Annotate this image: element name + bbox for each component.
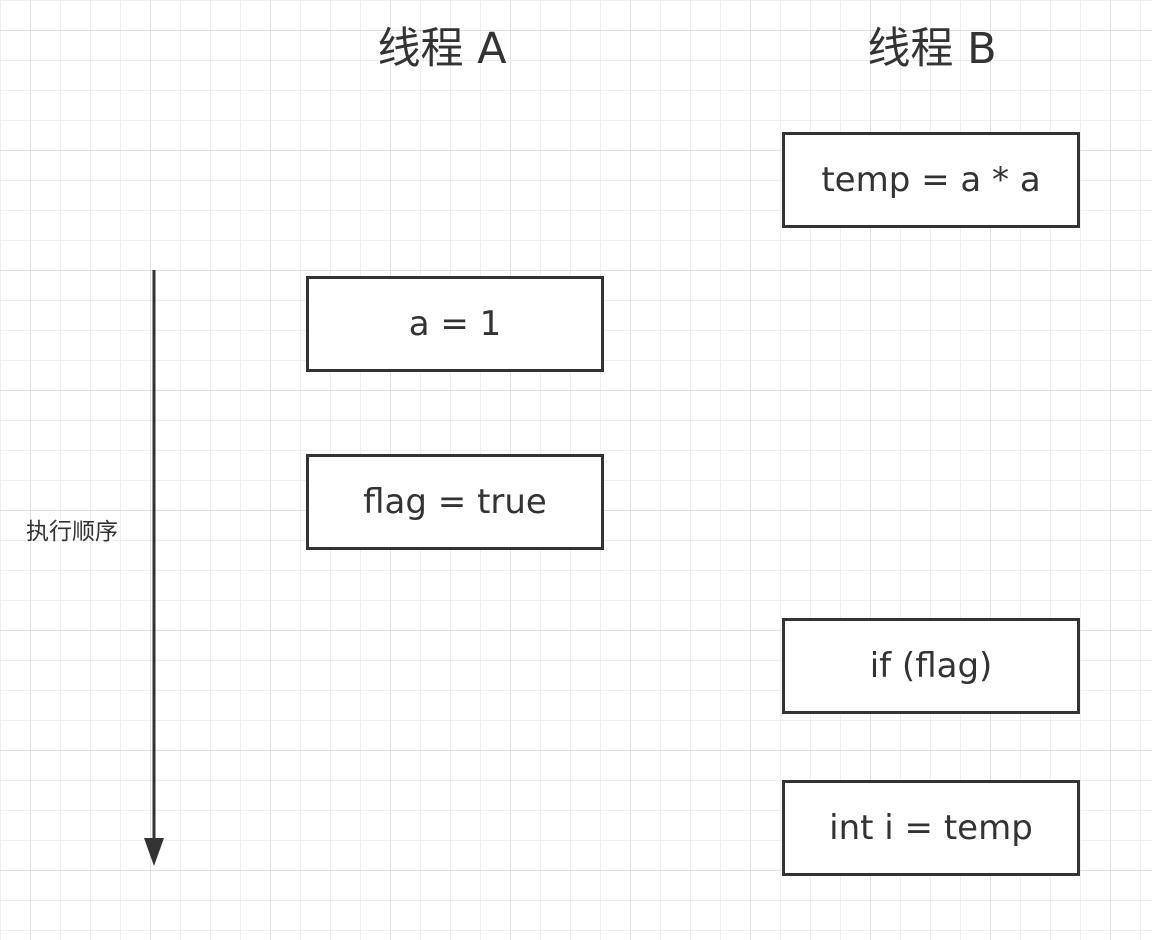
- step-text: int i = temp: [829, 808, 1033, 848]
- execution-order-label: 执行顺序: [26, 519, 118, 545]
- step-text: flag = true: [363, 482, 547, 522]
- step-box-thread-b-3: int i = temp: [782, 780, 1080, 876]
- step-box-thread-b-2: if (flag): [782, 618, 1080, 714]
- step-box-thread-a-1: a = 1: [306, 276, 604, 372]
- step-box-thread-a-2: flag = true: [306, 454, 604, 550]
- step-text: temp = a * a: [821, 160, 1041, 200]
- step-text: if (flag): [869, 646, 993, 686]
- step-box-thread-b-1: temp = a * a: [782, 132, 1080, 228]
- arrow-head: [144, 838, 164, 866]
- lane-title-thread-b: 线程 B: [867, 24, 997, 74]
- step-text: a = 1: [408, 304, 502, 344]
- lane-title-thread-a: 线程 A: [377, 24, 507, 74]
